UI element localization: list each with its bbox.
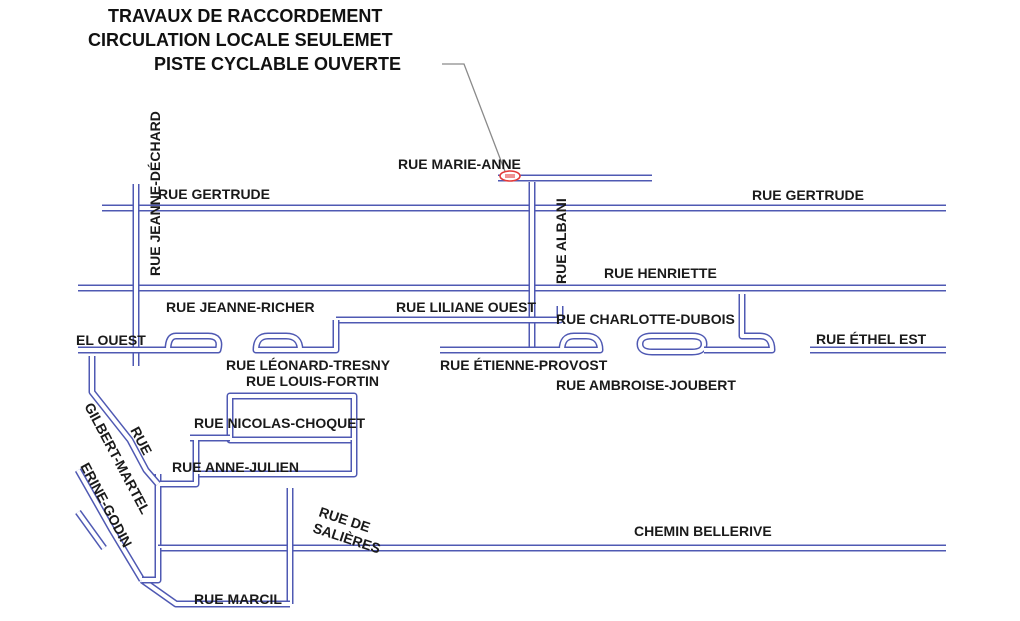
road-charlotte-east-inner bbox=[704, 294, 774, 352]
road-network bbox=[74, 174, 946, 608]
road-anne-julien-inner bbox=[190, 436, 356, 476]
label-ethel-est: RUE ÉTHEL EST bbox=[816, 331, 927, 347]
road-ethel-ouest-inner bbox=[78, 334, 221, 352]
label-leonard-tresny: RUE LÉONARD-TRESNY bbox=[226, 357, 391, 373]
road-gilbert-martel-inner bbox=[90, 356, 160, 486]
label-charlotte-dubois: RUE CHARLOTTE-DUBOIS bbox=[556, 311, 735, 327]
label-albani: RUE ALBANI bbox=[553, 198, 569, 284]
road-west-block-inner bbox=[156, 474, 198, 548]
label-gertrude-west: RUE GERTRUDE bbox=[158, 186, 270, 202]
road-short-diagonal-inner bbox=[76, 510, 106, 550]
road-etienne-provost bbox=[440, 332, 604, 354]
label-henriette: RUE HENRIETTE bbox=[604, 265, 717, 281]
label-ambroise-joubert: RUE AMBROISE-JOUBERT bbox=[556, 377, 736, 393]
label-etienne-provost: RUE ÉTIENNE-PROVOST bbox=[440, 357, 608, 373]
construction-site-marker-core bbox=[505, 174, 515, 178]
notice-line-3: PISTE CYCLABLE OUVERTE bbox=[154, 54, 401, 74]
road-marcil-link-inner bbox=[142, 548, 160, 582]
construction-notice: TRAVAUX DE RACCORDEMENT CIRCULATION LOCA… bbox=[88, 6, 521, 182]
road-marcil-inner bbox=[140, 578, 290, 606]
label-marcil: RUE MARCIL bbox=[194, 591, 282, 607]
road-charlotte-loop bbox=[636, 332, 708, 356]
notice-leader-line bbox=[442, 63, 507, 175]
label-nicolas-choquet: RUE NICOLAS-CHOQUET bbox=[194, 415, 366, 431]
road-godin-diagonal-inner bbox=[76, 469, 144, 582]
label-liliane-ouest: RUE LILIANE OUEST bbox=[396, 299, 536, 315]
street-labels: RUE JEANNE-DÉCHARD RUE MARIE-ANNE RUE GE… bbox=[76, 111, 927, 607]
label-marie-anne: RUE MARIE-ANNE bbox=[398, 156, 521, 172]
road-liliane-inner bbox=[336, 306, 562, 322]
label-bellerive: CHEMIN BELLERIVE bbox=[634, 523, 772, 539]
road-marcil-link bbox=[142, 548, 162, 584]
notice-line-2: CIRCULATION LOCALE SEULEMET bbox=[88, 30, 393, 50]
road-jeanne-richer-inner bbox=[254, 320, 338, 352]
label-louis-fortin: RUE LOUIS-FORTIN bbox=[246, 373, 379, 389]
notice-line-1: TRAVAUX DE RACCORDEMENT bbox=[108, 6, 382, 26]
road-charlotte-loop-inner bbox=[638, 334, 706, 354]
label-jeanne-richer: RUE JEANNE-RICHER bbox=[166, 299, 315, 315]
label-jeanne-dechard: RUE JEANNE-DÉCHARD bbox=[147, 111, 163, 276]
label-gertrude-east: RUE GERTRUDE bbox=[752, 187, 864, 203]
label-anne-julien: RUE ANNE-JULIEN bbox=[172, 459, 299, 475]
road-etienne-provost-inner bbox=[440, 334, 602, 352]
label-ethel-ouest: EL OUEST bbox=[76, 332, 146, 348]
